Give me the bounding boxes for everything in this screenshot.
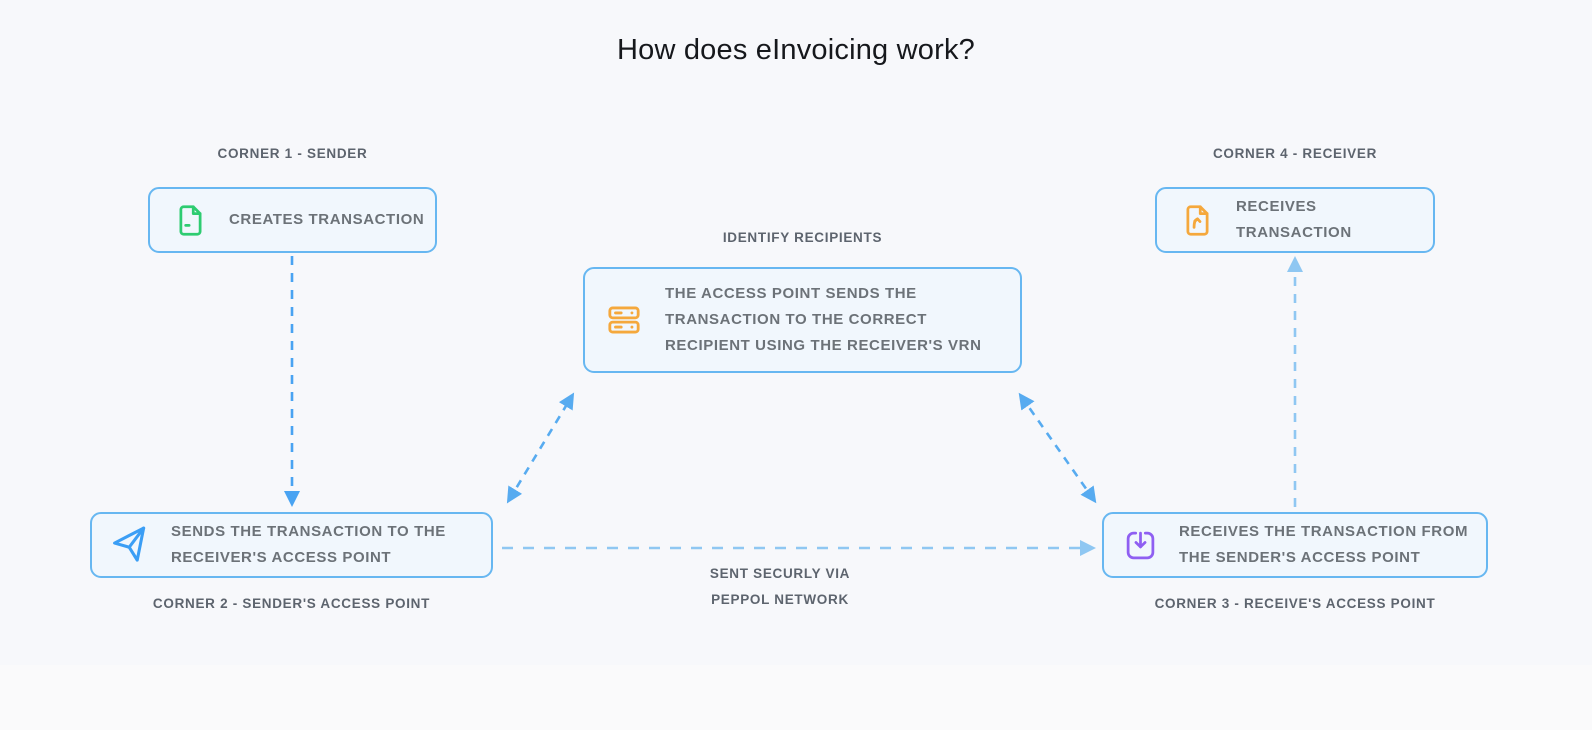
corner1-label: CORNER 1 - SENDER: [217, 146, 368, 161]
arrow-access-point-to-corner3: [1018, 392, 1097, 504]
download-icon: [1124, 529, 1157, 562]
file-icon: [174, 204, 207, 237]
corner1-box: CREATES TRANSACTION: [148, 187, 437, 253]
peppol-network-note: SENT SECURLY VIA PEPPOL NETWORK: [630, 561, 930, 613]
corner4-label: CORNER 4 - RECEIVER: [1212, 146, 1378, 161]
corner2-box: SENDS THE TRANSACTION TO THE RECEIVER'S …: [90, 512, 493, 578]
file-receive-icon: [1181, 204, 1214, 237]
peppol-network-note-line2: PEPPOL NETWORK: [711, 592, 849, 607]
access-point-label: IDENTIFY RECIPIENTS: [722, 230, 883, 245]
corner3-label: CORNER 3 - RECEIVE'S ACCESS POINT: [1154, 596, 1436, 611]
access-point-box: THE ACCESS POINT SENDS THE TRANSACTION T…: [583, 267, 1022, 373]
diagram-canvas: How does eInvoicing work? CORNER 1 - SEN…: [90, 34, 1488, 613]
corner2-label: CORNER 2 - SENDER'S ACCESS POINT: [152, 596, 431, 611]
corner1-text: CREATES TRANSACTION: [229, 211, 425, 228]
send-icon: [112, 526, 149, 564]
arrow-corner2-to-access-point: [506, 392, 575, 504]
corner3-text: RECEIVES THE TRANSACTION FROM THE SENDER…: [1179, 523, 1469, 566]
peppol-network-note-line1: SENT SECURLY VIA: [709, 566, 851, 581]
corner4-text: RECEIVES TRANSACTION: [1236, 198, 1352, 241]
corner2-text: SENDS THE TRANSACTION TO THE RECEIVER'S …: [171, 523, 446, 566]
page-title: How does eInvoicing work?: [616, 34, 975, 66]
corner3-box: RECEIVES THE TRANSACTION FROM THE SENDER…: [1102, 512, 1488, 578]
access-point-text: THE ACCESS POINT SENDS THE TRANSACTION T…: [665, 285, 982, 354]
corner4-box: RECEIVES TRANSACTION: [1155, 187, 1435, 253]
server-icon: [605, 303, 643, 337]
